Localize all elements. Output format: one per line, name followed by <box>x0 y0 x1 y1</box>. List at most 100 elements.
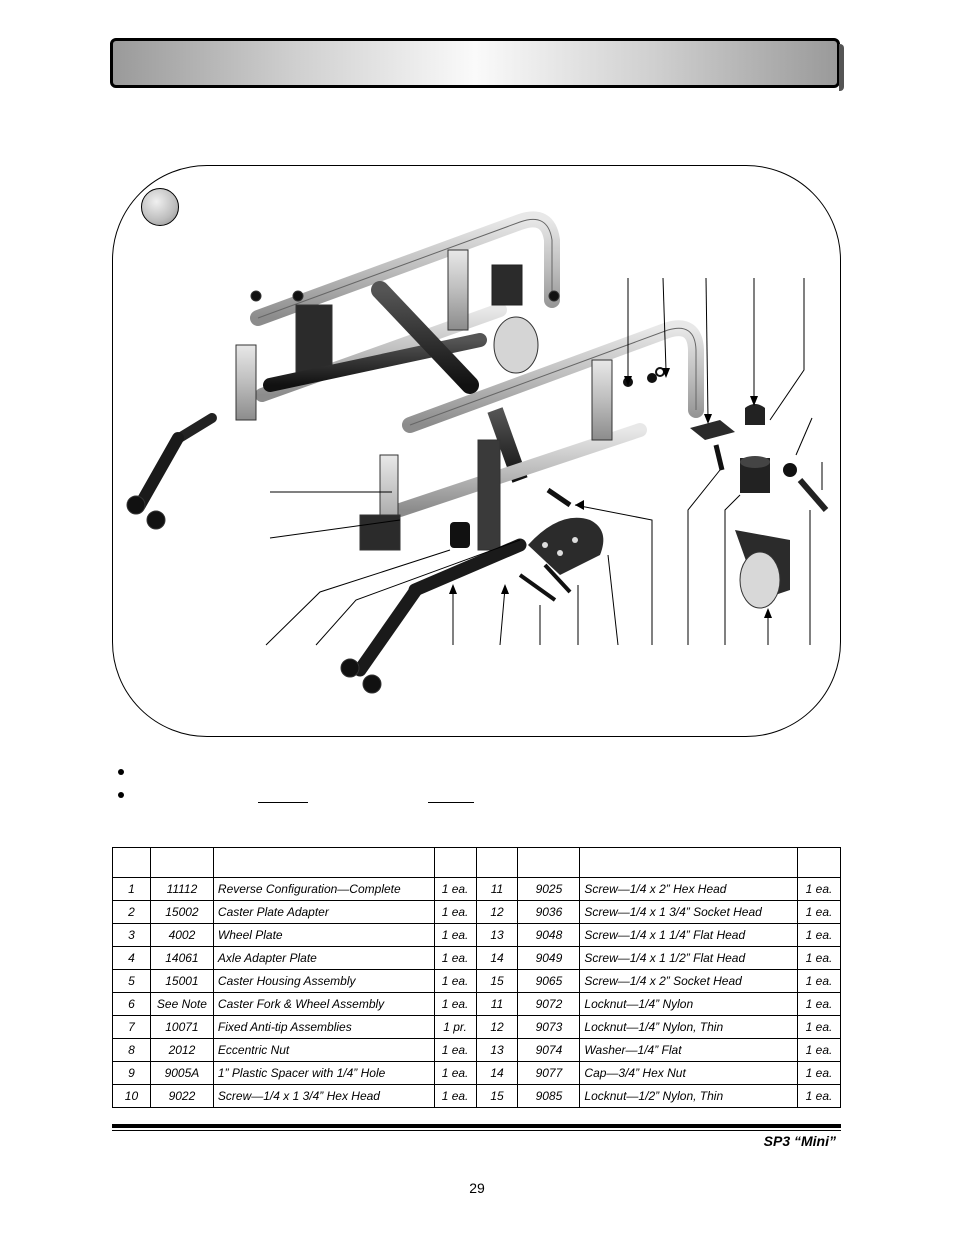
table-cell-r-desc: Screw—1/4 x 1 3/4” Socket Head <box>579 900 798 924</box>
table-cell-l-no: 3 <box>112 923 151 947</box>
table-cell-l-part: 9022 <box>149 1084 214 1108</box>
header-cell <box>475 847 519 878</box>
model-name: SP3 “Mini” <box>763 1133 836 1149</box>
table-cell-l-no: 7 <box>112 1015 151 1039</box>
header-cell <box>579 847 798 878</box>
table-cell-l-part: 11112 <box>149 877 214 901</box>
table-cell-r-no: 14 <box>475 946 519 970</box>
table-cell-r-desc: Washer—1/4” Flat <box>579 1038 798 1062</box>
table-cell-l-qty: 1 ea. <box>433 900 477 924</box>
table-cell-r-part: 9048 <box>517 923 581 947</box>
table-cell-l-qty: 1 ea. <box>433 969 477 993</box>
section-header-bar <box>110 38 844 91</box>
table-cell-l-desc: Caster Plate Adapter <box>212 900 435 924</box>
table-cell-r-part: 9074 <box>517 1038 581 1062</box>
table-cell-r-desc: Screw—1/4 x 2” Socket Head <box>579 969 798 993</box>
table-cell-l-desc: Wheel Plate <box>212 923 435 947</box>
bottom-rule <box>112 1124 841 1128</box>
header-cell <box>212 847 435 878</box>
table-cell-l-desc: Caster Fork & Wheel Assembly <box>212 992 435 1016</box>
header-cell <box>149 847 214 878</box>
table-cell-r-qty: 1 ea. <box>797 877 841 901</box>
header-cell <box>797 847 841 878</box>
table-cell-l-no: 5 <box>112 969 151 993</box>
table-cell-r-desc: Screw—1/4 x 2” Hex Head <box>579 877 798 901</box>
table-cell-l-qty: 1 ea. <box>433 946 477 970</box>
table-cell-r-qty: 1 ea. <box>797 923 841 947</box>
table-cell-l-desc: Eccentric Nut <box>212 1038 435 1062</box>
table-cell-r-part: 9049 <box>517 946 581 970</box>
page-number: 29 <box>469 1180 485 1196</box>
table-cell-l-qty: 1 ea. <box>433 1084 477 1108</box>
table-cell-l-no: 10 <box>112 1084 151 1108</box>
table-cell-r-part: 9072 <box>517 992 581 1016</box>
table-cell-r-qty: 1 ea. <box>797 1061 841 1085</box>
table-header-row <box>112 847 841 878</box>
table-cell-r-no: 11 <box>475 877 519 901</box>
table-cell-r-part: 9085 <box>517 1084 581 1108</box>
table-cell-l-no: 9 <box>112 1061 151 1085</box>
table-cell-l-qty: 1 ea. <box>433 923 477 947</box>
bottom-rule-thin <box>112 1130 841 1131</box>
table-cell-l-part: 2012 <box>149 1038 214 1062</box>
table-cell-r-qty: 1 ea. <box>797 992 841 1016</box>
table-cell-r-desc: Screw—1/4 x 1 1/4” Flat Head <box>579 923 798 947</box>
table-cell-r-no: 14 <box>475 1061 519 1085</box>
table-cell-l-part: 14061 <box>149 946 214 970</box>
table-cell-r-no: 15 <box>475 969 519 993</box>
exploded-hardware <box>450 367 829 609</box>
table-cell-l-desc: Screw—1/4 x 1 3/4” Hex Head <box>212 1084 435 1108</box>
header-cell <box>517 847 581 878</box>
table-cell-l-desc: Caster Housing Assembly <box>212 969 435 993</box>
table-cell-l-part: 15001 <box>149 969 214 993</box>
table-cell-l-qty: 1 ea. <box>433 992 477 1016</box>
table-cell-l-qty: 1 ea. <box>433 1061 477 1085</box>
table-cell-r-desc: Locknut—1/2” Nylon, Thin <box>579 1084 798 1108</box>
table-cell-l-part: 15002 <box>149 900 214 924</box>
table-cell-r-no: 13 <box>475 1038 519 1062</box>
header-cell <box>433 847 477 878</box>
table-cell-r-qty: 1 ea. <box>797 1038 841 1062</box>
table-cell-r-qty: 1 ea. <box>797 1015 841 1039</box>
table-cell-r-qty: 1 ea. <box>797 946 841 970</box>
table-cell-r-desc: Locknut—1/4” Nylon, Thin <box>579 1015 798 1039</box>
table-cell-r-part: 9077 <box>517 1061 581 1085</box>
table-cell-l-no: 2 <box>112 900 151 924</box>
note-bullet-2 <box>118 792 124 798</box>
table-cell-r-no: 12 <box>475 900 519 924</box>
table-cell-l-desc: Reverse Configuration—Complete <box>212 877 435 901</box>
front-frame <box>340 320 704 694</box>
table-cell-l-part: 10071 <box>149 1015 214 1039</box>
note-bullet-1 <box>118 769 124 775</box>
leader-lines <box>265 277 823 646</box>
table-cell-l-part: See Note <box>149 992 214 1016</box>
table-cell-l-no: 8 <box>112 1038 151 1062</box>
table-cell-l-part: 9005A <box>149 1061 214 1085</box>
table-cell-r-desc: Screw—1/4 x 1 1/2” Flat Head <box>579 946 798 970</box>
table-cell-r-part: 9036 <box>517 900 581 924</box>
table-cell-l-no: 4 <box>112 946 151 970</box>
table-cell-r-qty: 1 ea. <box>797 969 841 993</box>
table-cell-r-no: 13 <box>475 923 519 947</box>
table-cell-r-desc: Cap—3/4” Hex Nut <box>579 1061 798 1085</box>
table-cell-l-desc: 1” Plastic Spacer with 1/4” Hole <box>212 1061 435 1085</box>
table-cell-l-no: 1 <box>112 877 151 901</box>
table-cell-r-part: 9073 <box>517 1015 581 1039</box>
table-cell-l-qty: 1 ea. <box>433 877 477 901</box>
table-cell-r-no: 12 <box>475 1015 519 1039</box>
table-cell-l-no: 6 <box>112 992 151 1016</box>
table-cell-r-part: 9025 <box>517 877 581 901</box>
table-cell-r-qty: 1 ea. <box>797 1084 841 1108</box>
